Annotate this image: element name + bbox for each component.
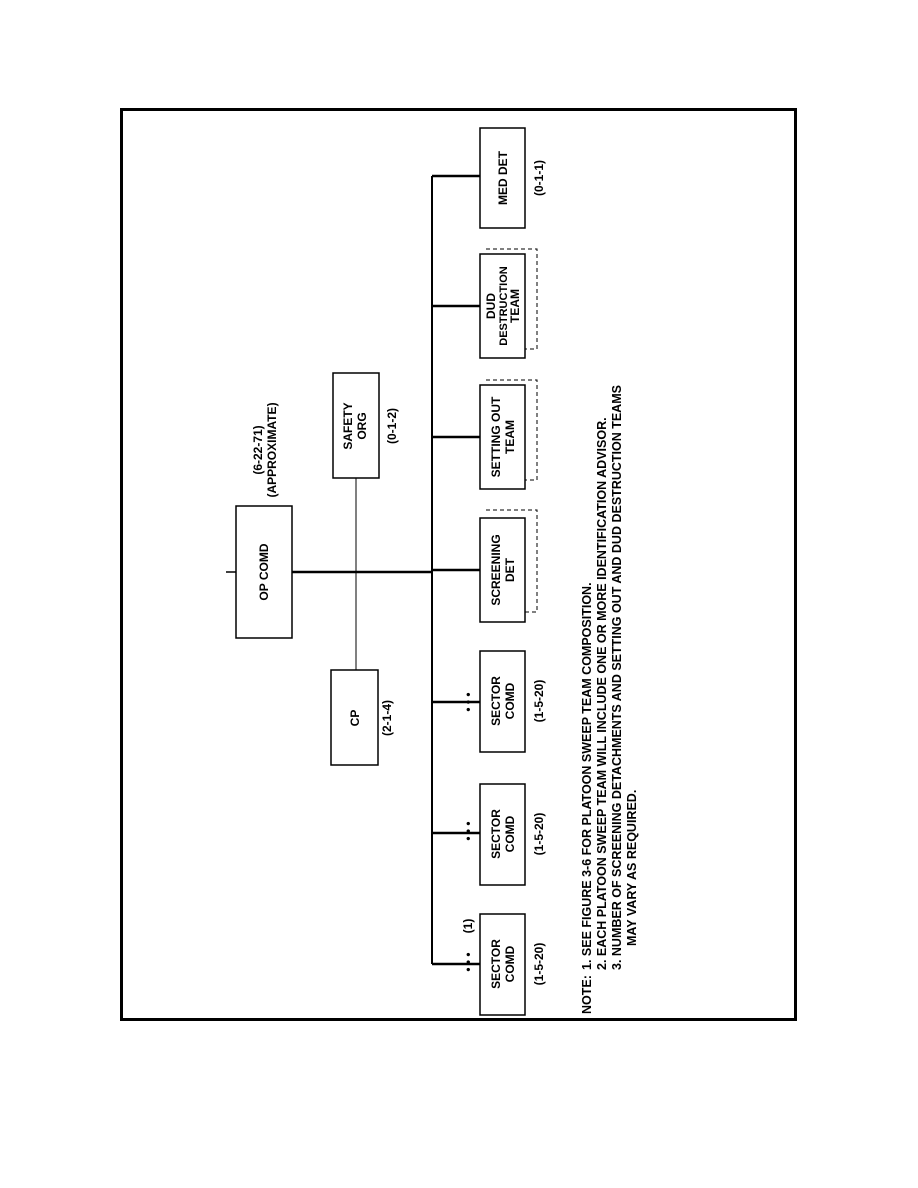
op-comd-count: (6-22-71) — [251, 425, 265, 474]
cp-label: CP — [348, 710, 362, 727]
sector-2-label-1: SECTOR — [489, 809, 503, 859]
safety-org-label-2: ORG — [355, 412, 369, 439]
note-line-2: 2. EACH PLATOON SWEEP TEAM WILL INCLUDE … — [595, 417, 609, 970]
note-line-3: 3. NUMBER OF SCREENING DETACHMENTS AND S… — [610, 385, 624, 970]
op-comd-box — [235, 505, 293, 639]
cp-box — [330, 669, 379, 766]
screening-label-1: SCREENING — [489, 534, 503, 605]
sector-1-label-1: SECTOR — [489, 939, 503, 989]
dud-destruction-team-box — [479, 253, 526, 359]
sector-comd-box-1 — [479, 913, 526, 1016]
sector-3-ellipsis: • • • — [461, 692, 475, 711]
dud-label-2: DESTRUCTION — [498, 266, 510, 346]
screening-stack-outline — [486, 509, 538, 613]
note-prefix: NOTE: — [580, 975, 594, 1014]
dud-stack-outline — [486, 248, 538, 350]
note-line-4: MAY VARY AS REQUIRED. — [625, 790, 639, 946]
sector-comd-box-3 — [479, 650, 526, 753]
sector-1-label-2: COMD — [503, 945, 517, 982]
med-det-box — [479, 127, 526, 229]
op-comd-label: OP COMD — [257, 543, 271, 600]
setting-out-stack-outline — [486, 379, 538, 481]
cp-count: (2-1-4) — [380, 700, 394, 736]
sector-2-label-2: COMD — [503, 815, 517, 852]
safety-org-box — [332, 372, 380, 479]
sector-1-ellipsis: • • • — [461, 952, 475, 971]
note-line-1: 1. SEE FIGURE 3-6 FOR PLATOON SWEEP TEAM… — [580, 582, 594, 970]
op-comd-count-note: (APPROXIMATE) — [265, 402, 279, 497]
sector-1-count: (1-5-20) — [532, 943, 546, 986]
sector-3-label-1: SECTOR — [489, 676, 503, 726]
setting-out-team-box — [479, 384, 526, 490]
med-det-label: MED DET — [496, 150, 510, 205]
sector-3-label-2: COMD — [503, 682, 517, 719]
sector-comd-box-2 — [479, 783, 526, 886]
dud-label-1: DUD — [484, 293, 498, 319]
sector-1-footnote: (1) — [461, 919, 475, 934]
diagram-frame — [120, 108, 797, 1021]
sector-2-count: (1-5-20) — [532, 813, 546, 856]
screening-label-2: DET — [503, 557, 517, 582]
sector-2-ellipsis: • • • — [461, 821, 475, 840]
screening-det-box — [479, 517, 526, 623]
setting-out-label-2: TEAM — [503, 420, 517, 454]
dud-label-3: TEAM — [508, 289, 522, 323]
sector-3-count: (1-5-20) — [532, 680, 546, 723]
safety-org-count: (0-1-2) — [385, 408, 399, 444]
setting-out-label-1: SETTING OUT — [489, 396, 503, 477]
med-det-count: (0-1-1) — [532, 160, 546, 196]
safety-org-label-1: SAFETY — [341, 402, 355, 449]
